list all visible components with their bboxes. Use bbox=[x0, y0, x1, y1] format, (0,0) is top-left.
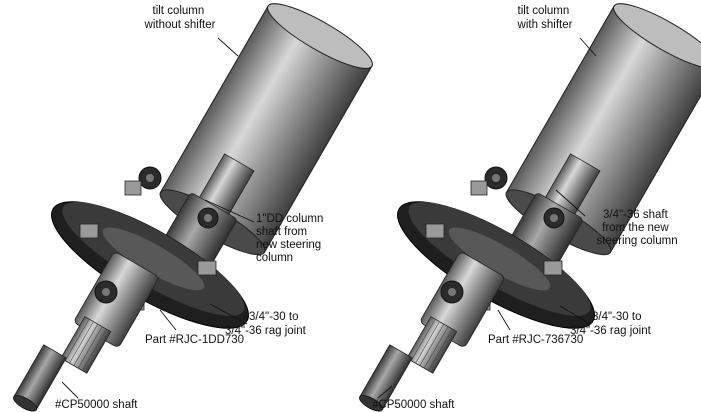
cp-label-left: #CP50000 shaft bbox=[55, 399, 138, 411]
leader-shaft-right bbox=[555, 189, 586, 217]
assembly-drawing-right bbox=[356, 0, 701, 412]
leader-rag-left bbox=[209, 303, 248, 325]
leader-shaft-left bbox=[204, 199, 255, 223]
shaft-label-left: 1"DD column shaft from new steering colu… bbox=[256, 213, 327, 264]
column-label-right: tilt column with shifter bbox=[517, 5, 573, 31]
leader-rag-right bbox=[559, 305, 591, 325]
leader-column-left bbox=[217, 37, 239, 57]
part-label-left: Part #RJC-1DD730 bbox=[145, 334, 244, 346]
rag-label-right: 3/4"-30 to 3/4"-36 rag joint bbox=[570, 311, 652, 337]
leader-column-right bbox=[579, 37, 597, 57]
leader-part-left bbox=[159, 309, 177, 331]
assembly-drawing-left bbox=[10, 0, 380, 412]
leader-cp-right bbox=[377, 385, 393, 399]
leader-cp-left bbox=[61, 381, 79, 399]
panel-right: tilt column with shifter 3/4"-36 shaft f… bbox=[356, 0, 701, 412]
leader-part-right bbox=[497, 309, 511, 331]
part-label-right: Part #RJC-736730 bbox=[488, 334, 583, 346]
shaft-label-right: 3/4"-36 shaft from the new steering colu… bbox=[596, 209, 677, 247]
cp-label-right: #CP50000 shaft bbox=[372, 399, 455, 411]
rag-label-left: 3/4"-30 to 3/4"-36 rag joint bbox=[225, 311, 307, 337]
column-label-left: tilt column without shifter bbox=[144, 5, 216, 31]
panel-left: tilt column without shifter 1"DD column … bbox=[10, 0, 380, 412]
